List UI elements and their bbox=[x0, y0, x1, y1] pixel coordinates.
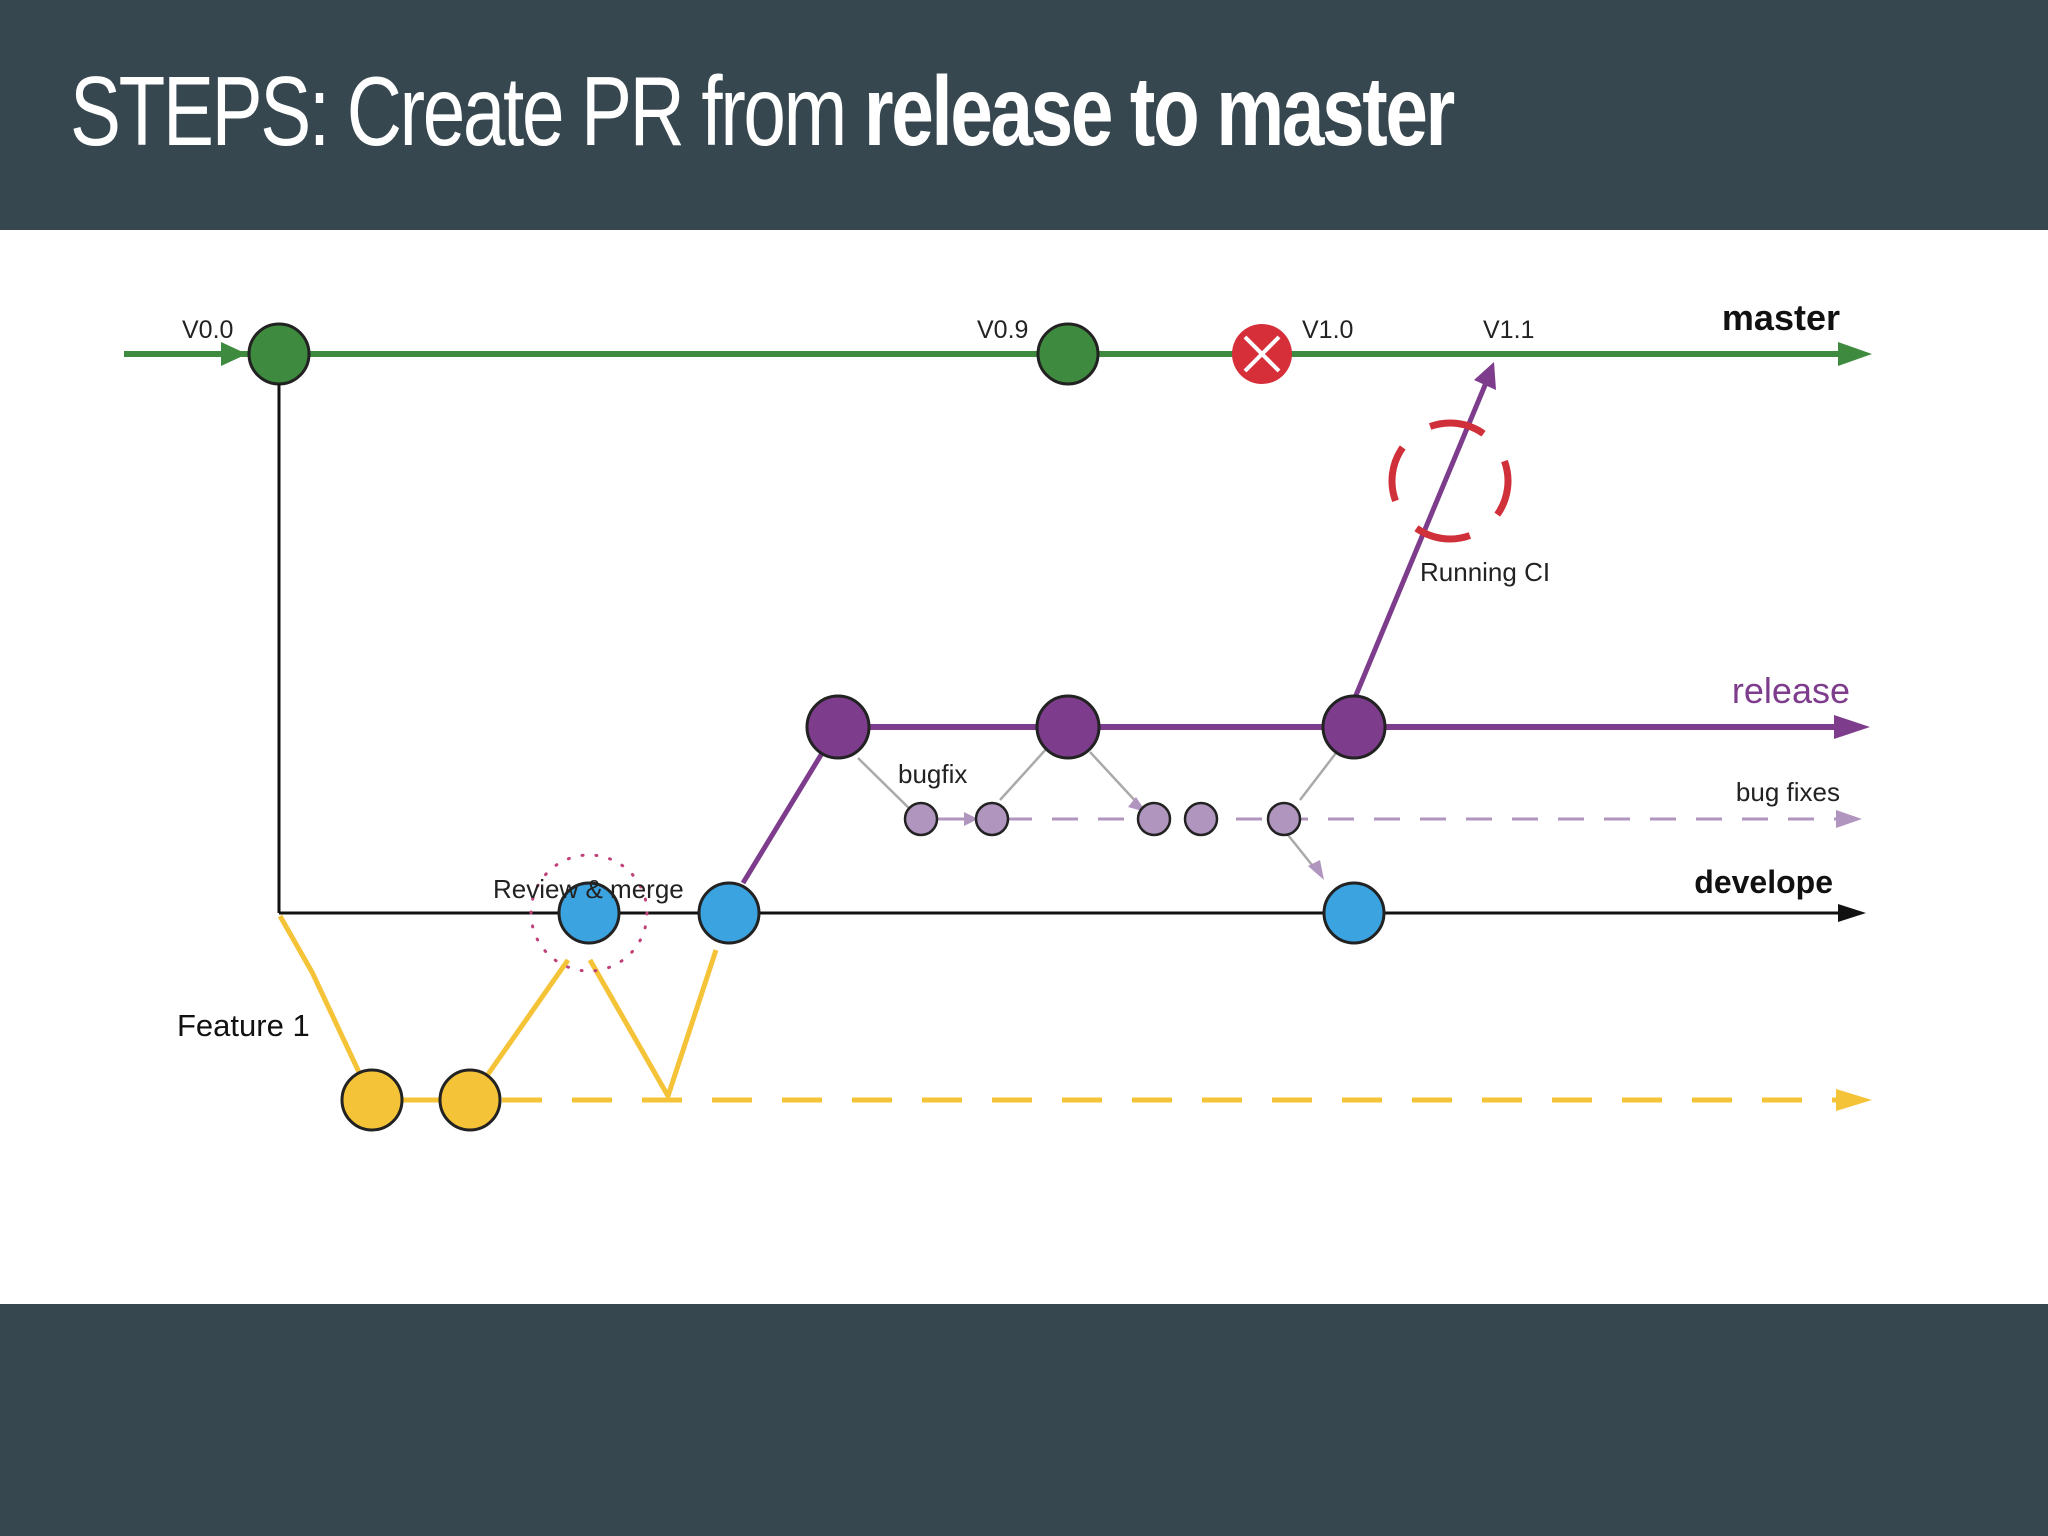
release-commit-2 bbox=[1035, 694, 1101, 760]
master-commit-v00 bbox=[247, 322, 311, 386]
develop-arrow-head bbox=[1838, 904, 1866, 922]
slide-title: STEPS: Create PR from release to master bbox=[70, 62, 1455, 160]
release-commit-1 bbox=[805, 694, 871, 760]
tag-v00: V0.0 bbox=[182, 316, 233, 344]
master-branch bbox=[124, 322, 1872, 386]
develop-commit-review bbox=[557, 881, 621, 945]
git-flow-diagram: V0.0 V0.9 V1.0 V1.1 master release bug f… bbox=[124, 297, 1872, 1132]
branch-label-master: master bbox=[1722, 297, 1840, 338]
bugfix-commit-1 bbox=[903, 801, 939, 837]
branch-label-bug-fixes: bug fixes bbox=[1736, 777, 1840, 807]
bugfix-commit-3 bbox=[1136, 801, 1172, 837]
tag-v11: V1.1 bbox=[1483, 316, 1534, 344]
footer-bar bbox=[0, 1304, 2048, 1536]
develop-branch bbox=[277, 384, 1866, 922]
feature-arrow-head bbox=[1836, 1089, 1872, 1111]
feature-commit-2 bbox=[438, 1068, 502, 1132]
master-commit-v09 bbox=[1036, 322, 1100, 386]
bugfix-arrow-head bbox=[1836, 810, 1862, 828]
feature-commit-1 bbox=[340, 1068, 404, 1132]
develop-commit-bugfix bbox=[1322, 881, 1386, 945]
annotation-bugfix: bugfix bbox=[898, 759, 967, 789]
annotation-review-merge: Review & merge bbox=[493, 874, 684, 904]
annotation-running-ci: Running CI bbox=[1420, 557, 1550, 587]
pr-arrow-head bbox=[1474, 362, 1496, 390]
title-to: to bbox=[1129, 56, 1200, 166]
feature-branch bbox=[277, 914, 1872, 1132]
failed-release-icon bbox=[1232, 324, 1292, 384]
bugfix-branch bbox=[857, 746, 1862, 880]
branch-label-feature: Feature 1 bbox=[177, 1008, 310, 1043]
review-merge-ring bbox=[529, 853, 649, 973]
master-arrow-head bbox=[1838, 342, 1872, 366]
tag-v10: V1.0 bbox=[1302, 316, 1353, 344]
bugfix-commit-5 bbox=[1266, 801, 1302, 837]
bugfix-commit-4 bbox=[1183, 801, 1219, 837]
title-prefix: STEPS: Create PR from bbox=[70, 56, 847, 166]
running-ci-icon bbox=[1388, 419, 1512, 543]
bugfix-commit-2 bbox=[974, 801, 1010, 837]
develop-commit-merge bbox=[697, 881, 761, 945]
branch-label-develop: develope bbox=[1694, 864, 1833, 900]
pr-release-to-master bbox=[1351, 377, 1491, 701]
release-arrow-head bbox=[1834, 715, 1870, 739]
master-entry-arrow bbox=[221, 342, 247, 366]
release-commit-3 bbox=[1321, 694, 1387, 760]
branch-label-release: release bbox=[1732, 670, 1850, 711]
tag-v09: V0.9 bbox=[977, 316, 1028, 344]
title-release: release bbox=[863, 56, 1114, 166]
header-bar: STEPS: Create PR from release to master bbox=[0, 0, 2048, 230]
title-master: master bbox=[1216, 56, 1455, 166]
